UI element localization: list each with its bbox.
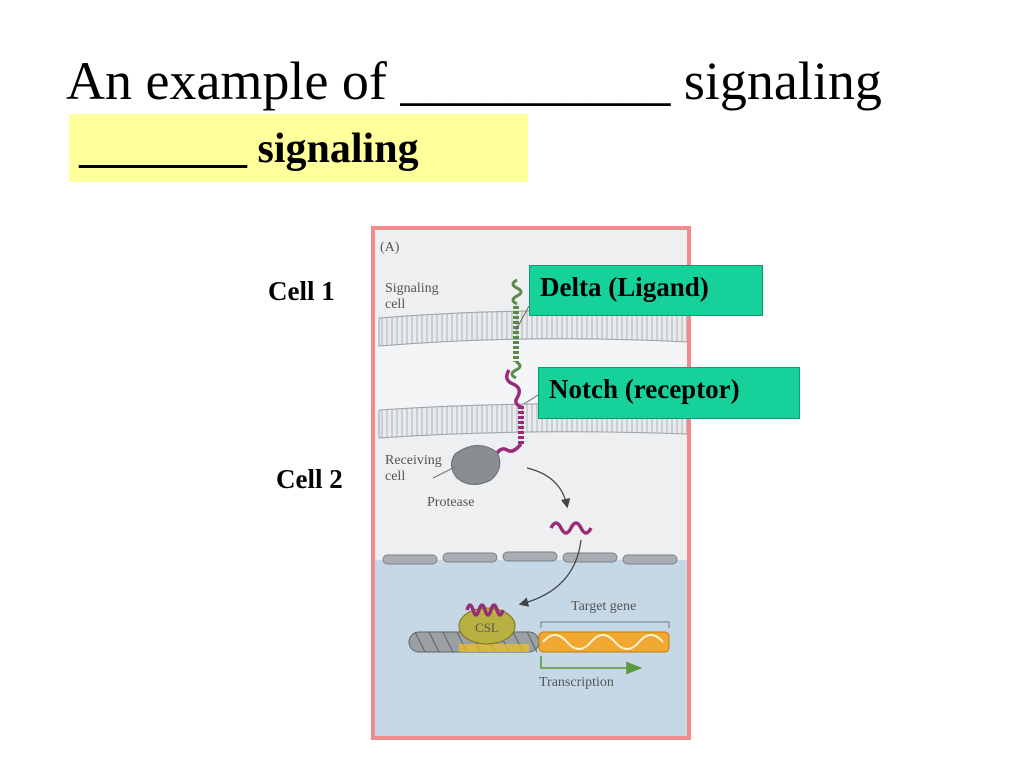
protease-shape	[451, 445, 501, 485]
slide-title-line-2: ________ signaling	[79, 126, 419, 172]
signaling-cell-membrane	[378, 310, 687, 347]
cell-2-label: Cell 2	[276, 464, 343, 494]
notch-receptor-callout: Notch (receptor)	[538, 367, 800, 419]
notch-intracellular-domain	[549, 521, 593, 535]
transcription-label: Transcription	[539, 675, 614, 690]
nuclear-envelope	[382, 551, 678, 565]
csl-protein	[458, 607, 516, 645]
target-gene-bracket	[540, 621, 670, 628]
receiving-cell-label-1: Receiving	[385, 453, 442, 468]
slide-title-line-1: An example of __________ signaling	[66, 51, 882, 111]
receiving-cell-label-2: cell	[385, 469, 405, 484]
signaling-cell-label-2: cell	[385, 297, 405, 312]
delta-ligand-callout: Delta (Ligand)	[529, 265, 763, 316]
dna-strand	[408, 631, 670, 653]
delta-ligand	[510, 278, 523, 380]
notch-receptor-callout-text: Notch (receptor)	[549, 374, 740, 404]
protease-pointer	[432, 465, 458, 479]
protease-label: Protease	[427, 495, 474, 510]
cleavage-arrow	[526, 467, 571, 509]
cell-1-label: Cell 1	[268, 276, 335, 306]
nuclear-entry-arrow	[518, 539, 582, 607]
transcription-arrow	[540, 656, 643, 675]
slide-subtitle-highlight: ________ signaling	[69, 114, 528, 182]
delta-ligand-callout-text: Delta (Ligand)	[540, 272, 709, 302]
target-gene-label: Target gene	[571, 599, 636, 614]
panel-label: (A)	[380, 240, 400, 255]
csl-label: CSL	[475, 620, 499, 635]
bound-nicd	[465, 603, 505, 617]
signaling-cell-label-1: Signaling	[385, 281, 439, 296]
